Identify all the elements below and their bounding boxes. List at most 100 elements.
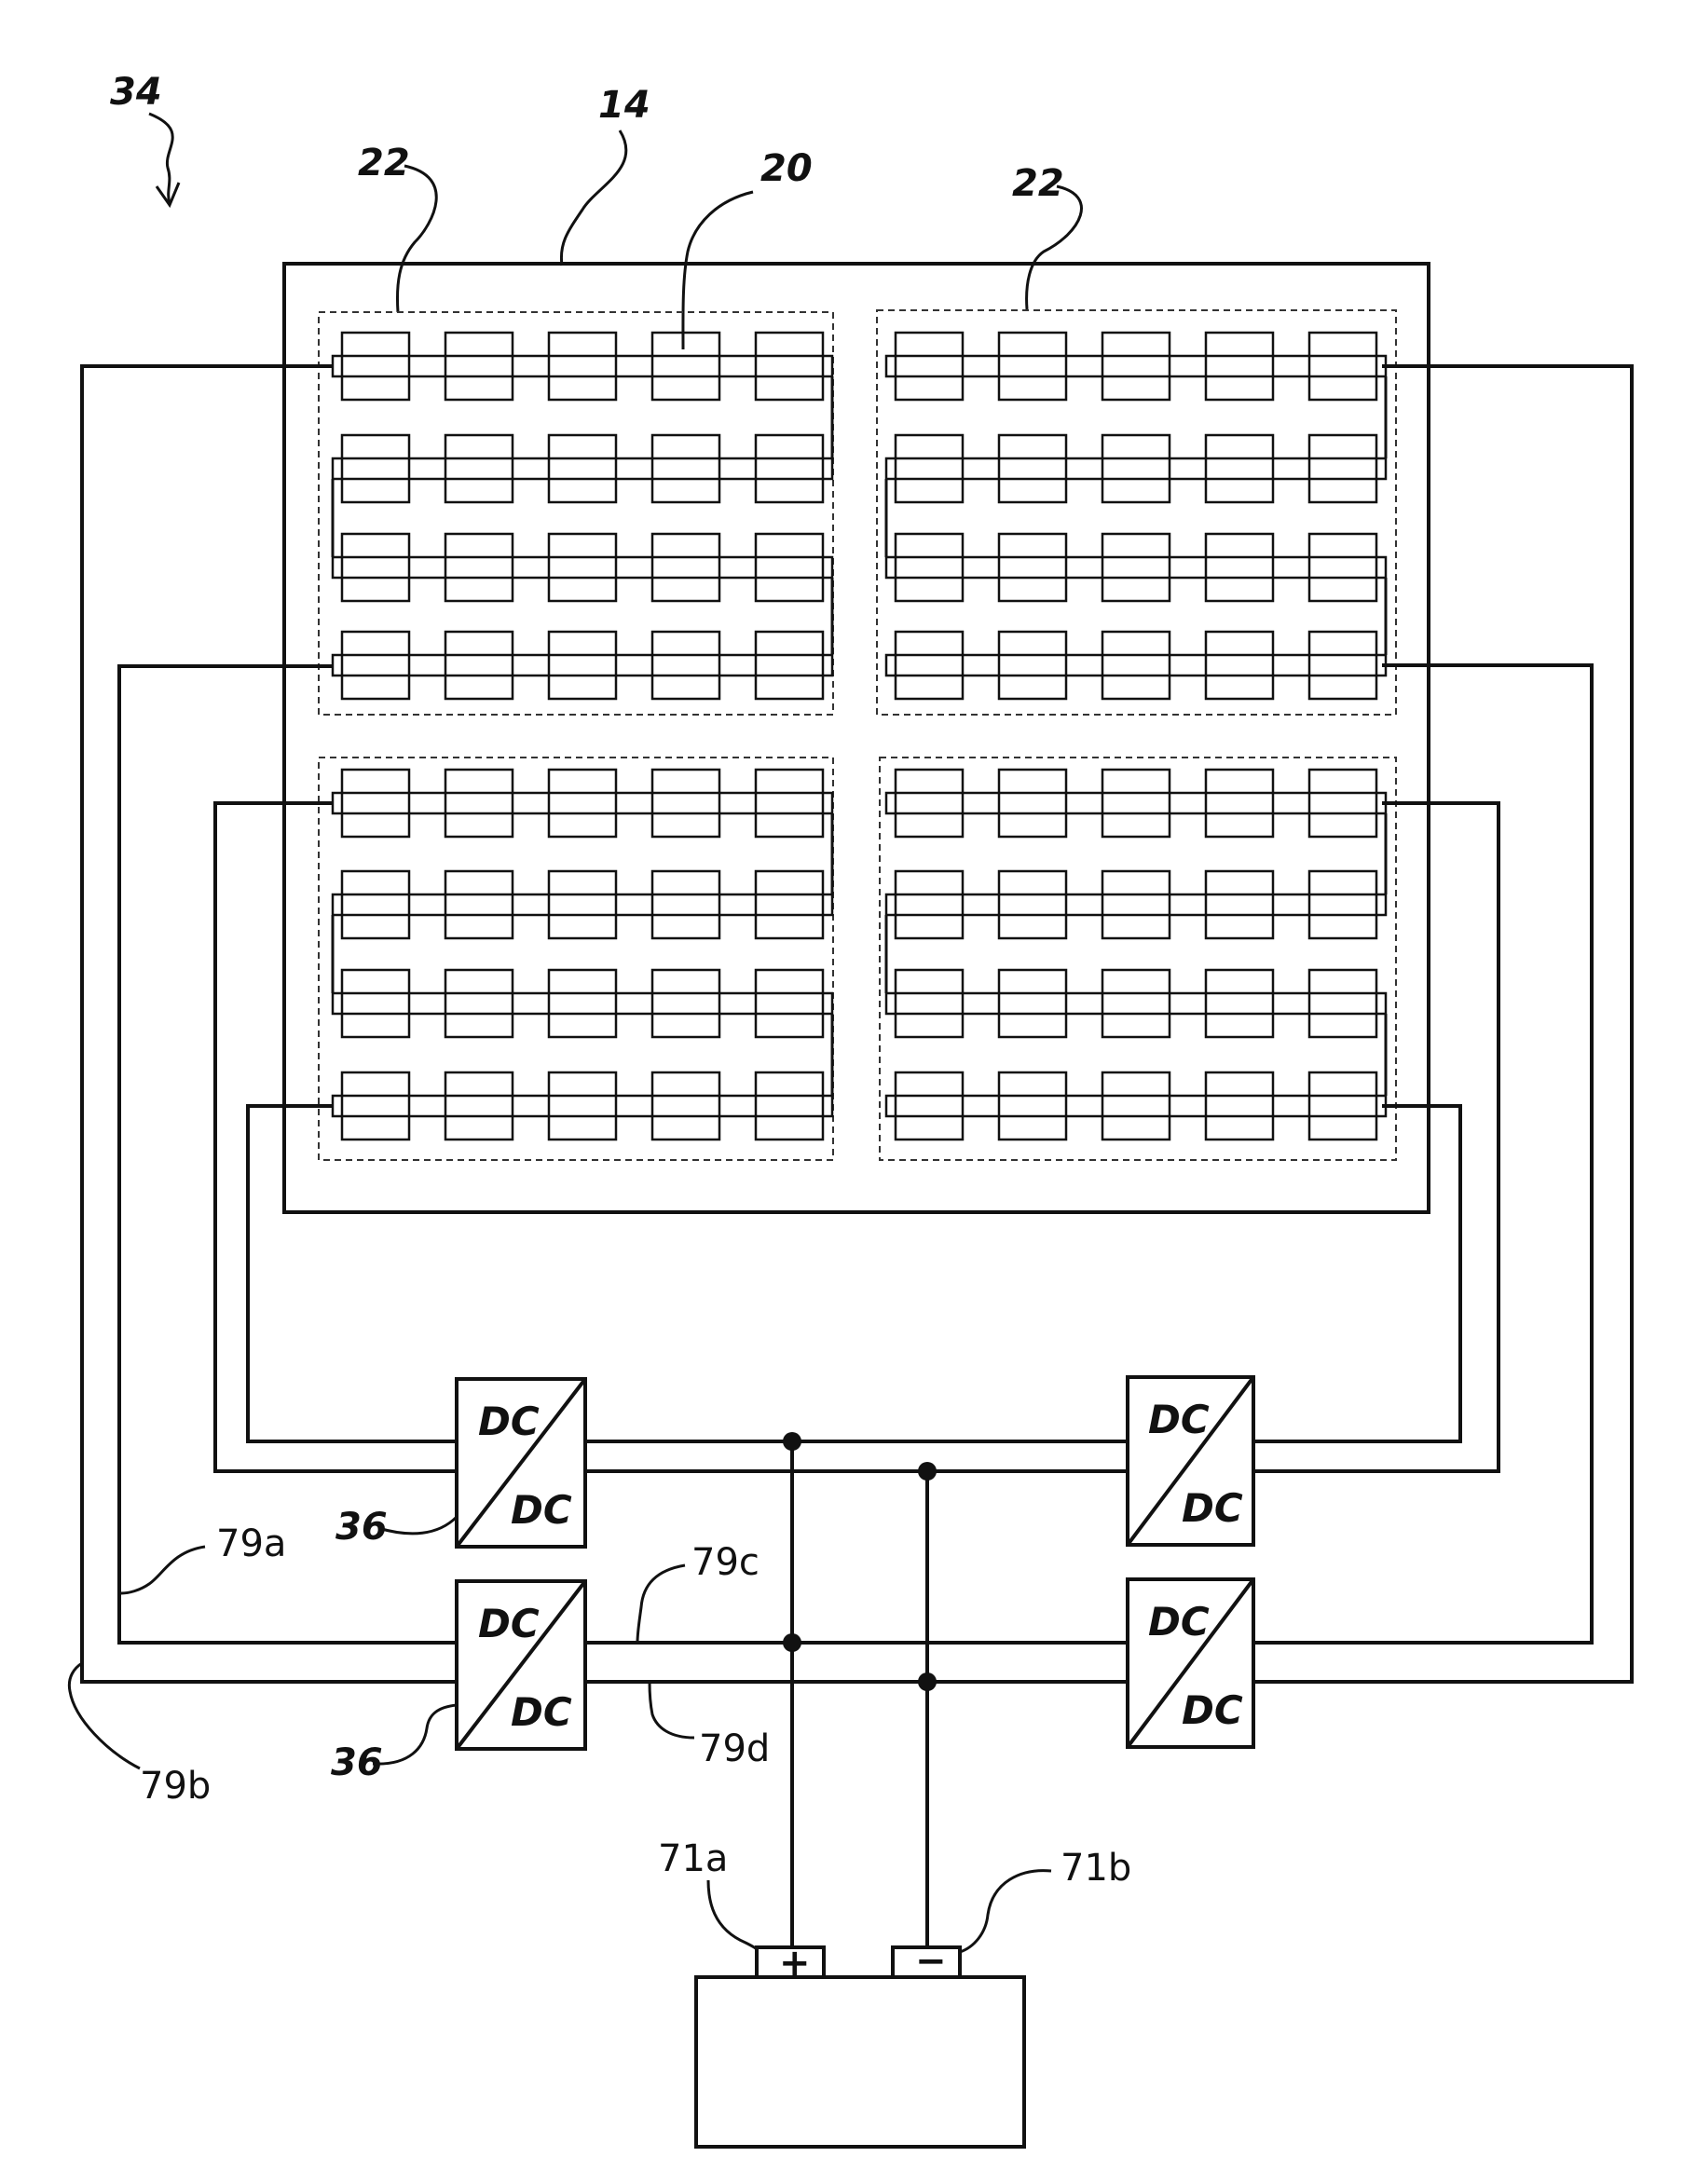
junction-dot xyxy=(918,1462,937,1481)
dc-label-bottom: DC xyxy=(1182,1687,1243,1733)
battery-cell xyxy=(999,435,1066,502)
battery-cell xyxy=(652,970,719,1037)
battery-cell xyxy=(896,534,963,601)
battery-cell xyxy=(342,1072,409,1140)
battery-cell xyxy=(445,1072,513,1140)
leader-79c xyxy=(637,1565,685,1643)
battery-cell xyxy=(999,970,1066,1037)
battery-cell xyxy=(896,770,963,837)
battery-cell xyxy=(652,871,719,938)
battery-cell xyxy=(549,1072,616,1140)
battery-cell xyxy=(549,435,616,502)
battery-cell xyxy=(549,770,616,837)
battery-cell xyxy=(1102,970,1170,1037)
battery-cell xyxy=(896,871,963,938)
label-34: 34 xyxy=(110,71,162,114)
battery-cell xyxy=(999,1072,1066,1140)
battery-cell xyxy=(1102,632,1170,699)
battery-cell xyxy=(1102,1072,1170,1140)
battery-cell xyxy=(896,1072,963,1140)
battery-cell xyxy=(445,770,513,837)
cell-bus-bar xyxy=(886,557,1386,578)
battery-cell xyxy=(1309,632,1376,699)
dcdc-converter-lower-left: DC DC xyxy=(457,1581,585,1749)
leader-14 xyxy=(561,130,626,266)
battery-cell xyxy=(756,1072,823,1140)
leader-79d xyxy=(650,1682,694,1738)
battery-cell xyxy=(652,534,719,601)
battery-cell xyxy=(1102,435,1170,502)
wire-bl-bottom xyxy=(248,1106,457,1441)
battery-cell xyxy=(1206,1072,1273,1140)
battery-cell xyxy=(756,871,823,938)
cell-bus-bar xyxy=(333,894,832,915)
junction-dot xyxy=(918,1672,937,1691)
cell-bus-bar xyxy=(333,655,832,676)
label-71a: 71a xyxy=(658,1837,728,1880)
dc-label-top: DC xyxy=(478,1399,540,1444)
cell-bus-bar xyxy=(886,1096,1386,1116)
battery-cell xyxy=(1206,871,1273,938)
battery-cell xyxy=(1206,632,1273,699)
battery-cell xyxy=(999,534,1066,601)
leader-20 xyxy=(683,192,753,349)
battery-cell xyxy=(896,632,963,699)
battery-cell xyxy=(1309,770,1376,837)
battery-cell xyxy=(1309,871,1376,938)
cell-bus-bar xyxy=(333,458,832,479)
battery-cell xyxy=(896,435,963,502)
battery-cell xyxy=(342,333,409,400)
battery-cell xyxy=(445,871,513,938)
dc-label-top: DC xyxy=(1148,1397,1210,1442)
battery-cell xyxy=(999,333,1066,400)
battery-cell xyxy=(1309,534,1376,601)
cell-bus-bar xyxy=(333,356,832,376)
cell-bus-bar xyxy=(333,793,832,813)
cell-bus-bar xyxy=(886,655,1386,676)
battery-cell xyxy=(1102,333,1170,400)
junction-dot xyxy=(783,1633,801,1652)
dc-label-bottom: DC xyxy=(1182,1485,1243,1531)
battery-cell xyxy=(342,770,409,837)
cell-bus-bar xyxy=(333,993,832,1014)
battery-cell xyxy=(1309,435,1376,502)
battery-cell xyxy=(549,534,616,601)
battery-cell xyxy=(1206,970,1273,1037)
battery-cell xyxy=(652,770,719,837)
battery-cell xyxy=(652,1072,719,1140)
battery-cell xyxy=(1206,770,1273,837)
dc-label-top: DC xyxy=(478,1601,540,1646)
cell-bus-bar xyxy=(886,894,1386,915)
battery-cell xyxy=(342,534,409,601)
battery-cell xyxy=(1309,970,1376,1037)
battery-cell xyxy=(652,632,719,699)
junction-dot xyxy=(783,1432,801,1451)
label-79a: 79a xyxy=(216,1522,286,1565)
dc-label-bottom: DC xyxy=(511,1689,572,1735)
battery-cell xyxy=(896,333,963,400)
battery-cell xyxy=(1206,333,1273,400)
battery-cell xyxy=(1102,534,1170,601)
battery-cell xyxy=(342,970,409,1037)
battery-cell xyxy=(445,632,513,699)
dcdc-converter-upper-right: DC DC xyxy=(1128,1377,1253,1545)
leader-36-upper xyxy=(378,1517,457,1534)
dcdc-converter-lower-right: DC DC xyxy=(1128,1579,1253,1747)
battery-cell xyxy=(445,435,513,502)
battery-cell xyxy=(549,871,616,938)
battery-cell xyxy=(1206,534,1273,601)
dc-label-top: DC xyxy=(1148,1599,1210,1645)
battery-cell xyxy=(896,970,963,1037)
label-79d: 79d xyxy=(699,1727,770,1770)
battery-cell xyxy=(999,770,1066,837)
battery-cell xyxy=(549,632,616,699)
label-79c: 79c xyxy=(691,1541,760,1584)
module-bottom-right xyxy=(880,758,1396,1160)
battery-cell xyxy=(756,632,823,699)
battery-cell xyxy=(445,534,513,601)
battery-cell xyxy=(1102,871,1170,938)
leader-71b xyxy=(960,1871,1051,1952)
battery-cell xyxy=(1102,770,1170,837)
cell-bus-bar xyxy=(886,993,1386,1014)
label-22-left: 22 xyxy=(358,142,410,184)
